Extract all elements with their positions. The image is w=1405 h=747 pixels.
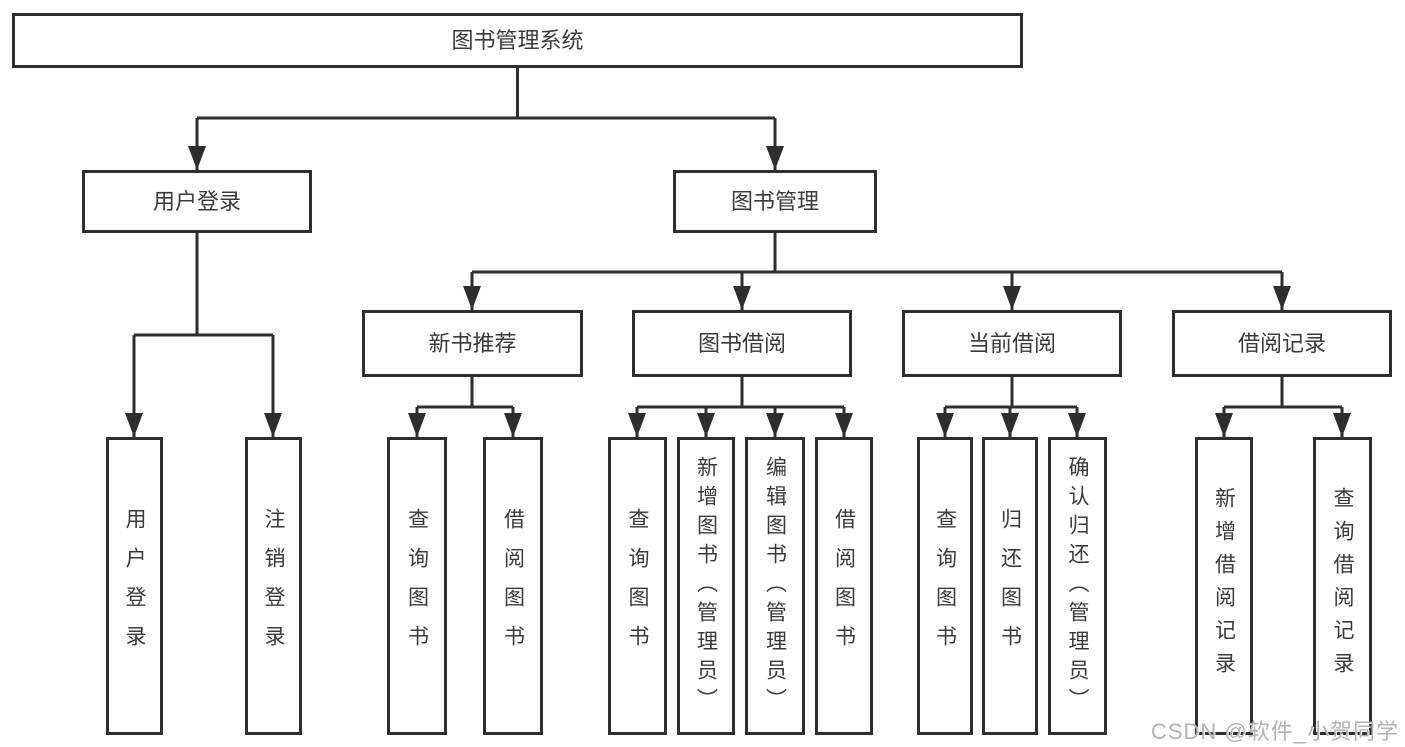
node-label: 查询借阅记录 <box>1331 487 1354 685</box>
leaf-cb-query-books: 查询图书 <box>917 437 973 735</box>
leaf-bb-query-books: 查询图书 <box>608 437 667 735</box>
node-label: 归还图书 <box>998 508 1022 664</box>
leaf-br-add-record: 新增借阅记录 <box>1195 437 1253 735</box>
node-user-login: 用户登录 <box>82 170 312 233</box>
node-label: 图书借阅 <box>697 330 786 356</box>
leaf-br-query-record: 查询借阅记录 <box>1313 437 1372 735</box>
node-library-management-system: 图书管理系统 <box>12 13 1023 68</box>
node-label: 新增借阅记录 <box>1212 487 1236 685</box>
node-label: 借阅图书 <box>501 508 525 664</box>
node-label: 用户登录 <box>152 188 241 214</box>
node-label: 新书推荐 <box>428 330 517 356</box>
leaf-bb-borrow-books: 借阅图书 <box>815 437 873 735</box>
leaf-cb-return-books: 归还图书 <box>982 437 1038 735</box>
leaf-cb-confirm-return-admin: 确认归还（管理员） <box>1048 437 1107 735</box>
csdn-watermark: CSDN @软件_小贺同学 <box>1150 719 1399 744</box>
node-label: 用户登录 <box>123 508 146 664</box>
leaf-bb-add-books-admin: 新增图书（管理员） <box>677 437 735 735</box>
node-label: 查询图书 <box>933 508 957 664</box>
node-label: 借阅记录 <box>1237 330 1326 356</box>
leaf-logout: 注销登录 <box>245 437 302 735</box>
node-label: 查询图书 <box>405 508 429 664</box>
node-label: 注销登录 <box>262 508 285 664</box>
leaf-rec-query-books: 查询图书 <box>387 437 447 735</box>
node-label: 新增图书（管理员） <box>694 455 718 717</box>
node-book-management: 图书管理 <box>673 170 877 233</box>
node-current-borrowing: 当前借阅 <box>902 310 1122 377</box>
leaf-user-login: 用户登录 <box>106 437 163 735</box>
node-label: 查询图书 <box>626 508 649 664</box>
leaf-rec-borrow-books: 借阅图书 <box>483 437 543 735</box>
node-label: 当前借阅 <box>967 330 1056 356</box>
node-label: 图书管理 <box>730 188 819 214</box>
node-new-book-recommendation: 新书推荐 <box>362 310 583 377</box>
leaf-bb-edit-books-admin: 编辑图书（管理员） <box>745 437 805 735</box>
node-borrowing-records: 借阅记录 <box>1172 310 1392 377</box>
node-label: 图书管理系统 <box>451 27 584 53</box>
node-book-borrowing: 图书借阅 <box>632 310 852 377</box>
node-label: 确认归还（管理员） <box>1066 455 1089 717</box>
node-label: 借阅图书 <box>832 508 856 664</box>
node-label: 编辑图书（管理员） <box>763 455 787 717</box>
